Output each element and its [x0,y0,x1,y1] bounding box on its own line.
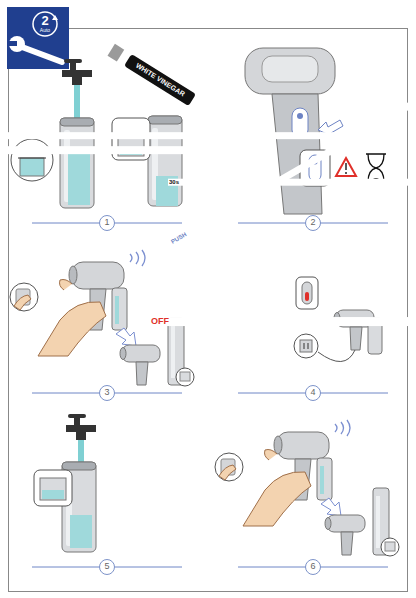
rinse-step [34,470,72,506]
step-number: 1 [99,215,115,231]
fill-water-step [74,85,80,119]
node-text: 5 [104,562,109,572]
step-rule [32,223,388,567]
press-button-step [262,56,318,82]
mode-badge-art [9,41,17,46]
node-text: 4 [310,388,315,398]
node-text: 1 [104,218,109,228]
fill-water-step [62,59,92,85]
rinse-step [34,414,96,552]
switch-off-step [305,292,309,301]
fill-water-step [20,158,44,176]
step-number: 4 [305,385,321,401]
rinse-step [42,490,64,499]
fill-level: 1/3 [0,132,339,140]
mode-badge-art [33,12,57,36]
fill-water-step [68,148,90,205]
fill-water-step [11,44,182,208]
press-button-step [245,48,335,94]
rinse-step [66,414,96,440]
fill-water-step [108,44,125,62]
node-text: Auto [40,28,50,34]
step-number: 5 [99,559,115,575]
mode-badge-art [52,15,58,20]
rinse-step [70,515,92,548]
switch-off-step [294,334,318,358]
state-label: OFF [150,317,416,327]
node-text: 6 [310,562,315,572]
press-button-step [336,158,356,176]
frame [9,29,408,592]
illustration [215,420,399,556]
switch-off-step [302,282,312,304]
mode-badge-art [9,36,25,52]
switch-off-step [318,350,355,362]
mode-badge-art [7,7,69,69]
switch-off-step [296,277,318,309]
press-button-step [297,113,303,119]
rinse-step [40,478,66,500]
mode-badge-art [22,47,62,62]
step-number: 3 [99,385,115,401]
press-button-step [345,172,347,174]
node-text: 3 [104,388,109,398]
step-number: 2 [305,215,321,231]
fill-water-step [148,116,182,206]
node-text: 2 [310,218,315,228]
mode-badge-art [7,7,69,69]
timer-label: 30s [168,179,416,186]
mode-badge: 2Auto [32,12,58,36]
node-text: 2 [41,14,48,28]
step-number: 6 [305,559,321,575]
switch-off-step [308,343,309,349]
switch-off-step [300,340,312,352]
switch-off-step [304,343,305,349]
fill-water-step [18,158,46,159]
rinse-step [78,440,84,464]
press-button-step [345,163,347,170]
fill-level: 2/3 [0,146,240,154]
